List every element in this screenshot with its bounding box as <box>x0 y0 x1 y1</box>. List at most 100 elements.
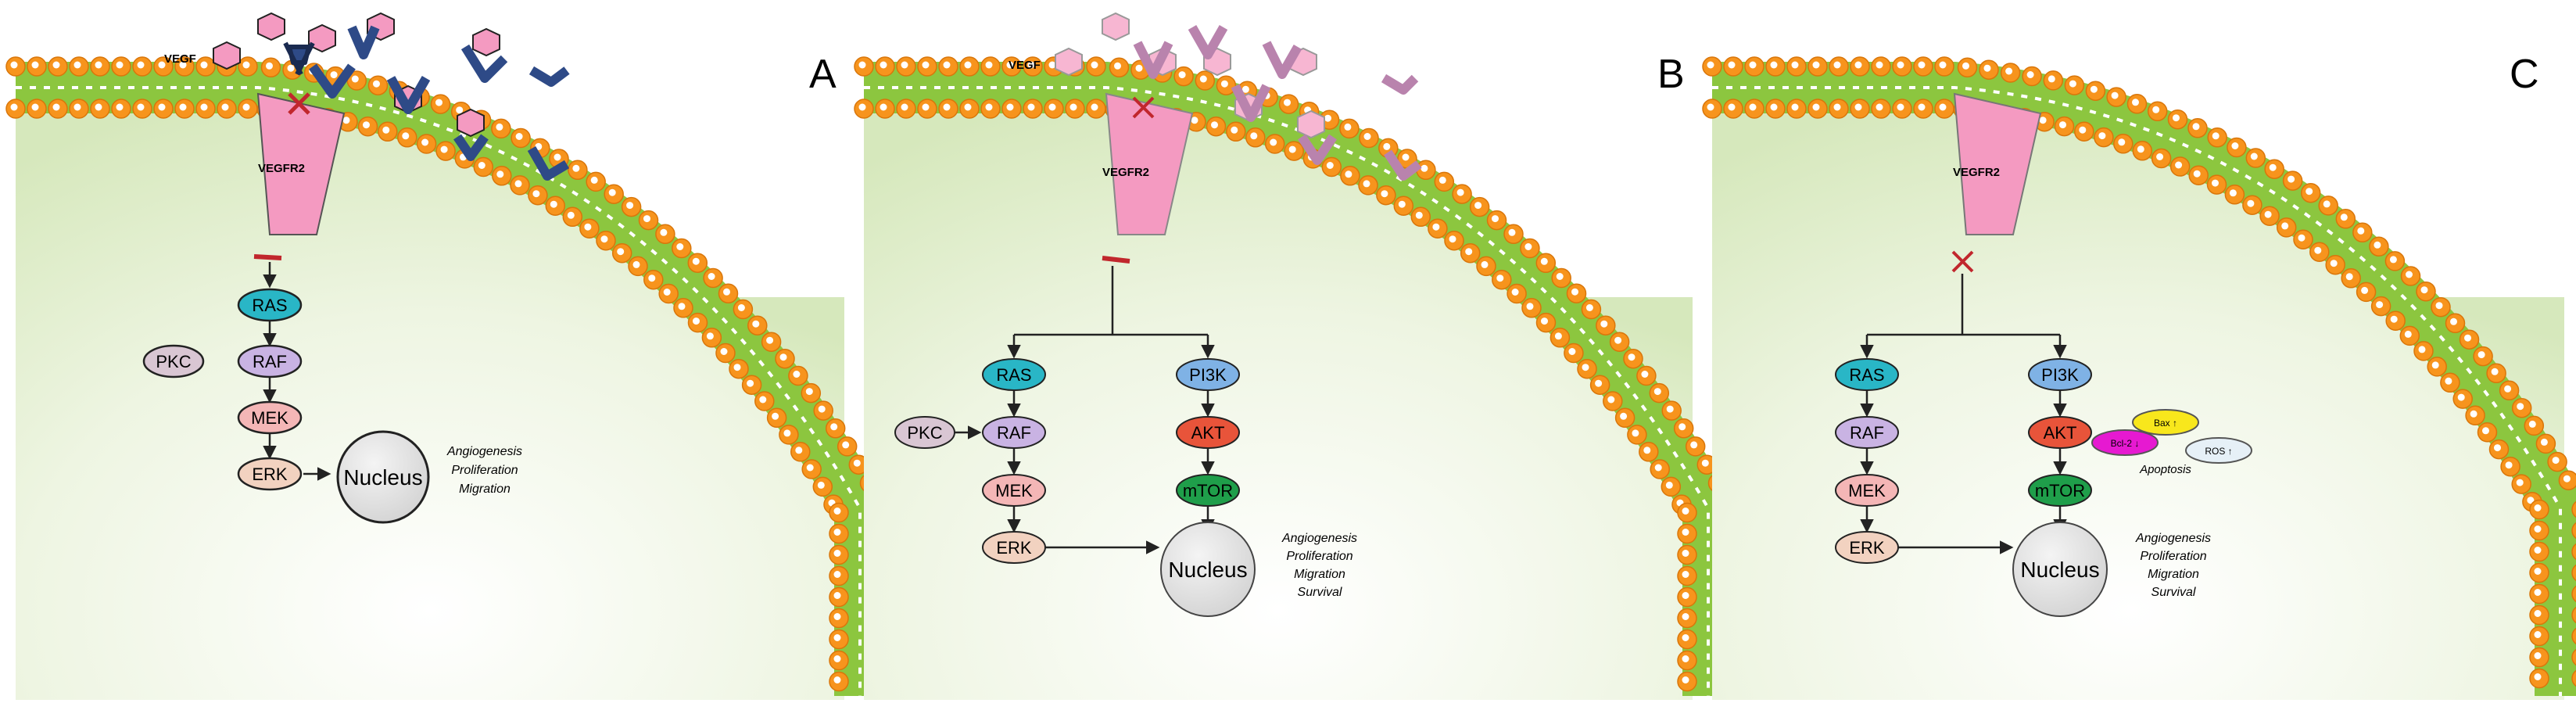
lipid-head-highlight <box>2534 547 2542 554</box>
lipid-head-highlight <box>2212 179 2219 187</box>
lipid-head-highlight <box>514 180 522 188</box>
lipid-head-highlight <box>2516 479 2524 486</box>
lipid-head-highlight <box>706 332 714 340</box>
lipid-head-highlight <box>242 103 250 111</box>
lipid-head-highlight <box>818 405 826 413</box>
lipid-head-highlight <box>242 61 250 69</box>
antibody-icon <box>1231 84 1271 122</box>
lipid-head-highlight <box>1749 103 1757 111</box>
lipid-head-highlight <box>179 61 187 69</box>
inhibition-bar <box>253 254 282 260</box>
lipid-head-highlight <box>964 103 972 111</box>
lipid-head-highlight <box>1284 99 1291 106</box>
lipid-head-highlight <box>572 164 580 172</box>
lipid-head-highlight <box>830 423 838 431</box>
lipid-head-highlight <box>1812 61 1820 69</box>
lipid-head-highlight <box>901 61 908 69</box>
lipid-head-highlight <box>1582 364 1589 371</box>
vegf-molecule-icon <box>213 41 241 70</box>
lipid-head-highlight <box>1682 592 1689 599</box>
lipid-head-highlight <box>1363 133 1371 140</box>
lipid-head-highlight <box>805 388 813 396</box>
lipid-head-highlight <box>2137 145 2144 153</box>
nucleus-label: Nucleus <box>1168 558 1247 582</box>
lipid-head-highlight <box>600 235 608 243</box>
lipid-head-highlight <box>1241 85 1249 93</box>
lipid-head-highlight <box>2264 210 2272 218</box>
lipid-head-highlight <box>1595 379 1603 387</box>
lipid-head-highlight <box>692 257 700 265</box>
lipid-head-highlight <box>1600 320 1608 328</box>
vegfr2-receptor <box>256 92 346 235</box>
lipid-head-highlight <box>1048 103 1056 111</box>
lipid-head-highlight <box>2404 330 2412 338</box>
node-mtor-label: mTOR <box>1183 481 1233 500</box>
lipid-head-highlight <box>1402 153 1410 161</box>
lipid-head-highlight <box>693 317 700 325</box>
lipid-head-highlight <box>2090 85 2098 93</box>
lipid-head-highlight <box>2504 385 2512 393</box>
lipid-head-highlight <box>1344 123 1352 131</box>
outcome-text: Angiogenesis <box>446 445 522 458</box>
lipid-head-highlight <box>1191 117 1198 124</box>
lipid-head-highlight <box>2534 652 2542 659</box>
lipid-head <box>2571 648 2576 666</box>
lipid-head <box>2571 500 2576 518</box>
lipid-head-highlight <box>158 61 166 69</box>
node-ras-label: RAS <box>252 296 287 315</box>
lipid-head-highlight <box>1571 288 1578 296</box>
lipid-head-highlight <box>1524 243 1532 250</box>
lipid-head-highlight <box>1345 170 1352 178</box>
lipid-head-highlight <box>1812 103 1820 111</box>
lipid-head-highlight <box>2528 420 2536 428</box>
lipid-head-highlight <box>1682 508 1689 515</box>
lipid-head-highlight <box>73 103 81 111</box>
vegf-label: VEGF <box>164 52 196 66</box>
antibody-icon <box>1298 134 1337 165</box>
lipid-head-highlight <box>1791 61 1799 69</box>
lipid-head-highlight <box>95 61 102 69</box>
lipid-head-highlight <box>2250 152 2258 160</box>
lipid-head-highlight <box>137 61 145 69</box>
lipid-head-highlight <box>179 103 187 111</box>
lipid-head-highlight <box>10 61 18 69</box>
lipid-head-highlight <box>2527 497 2535 504</box>
lipid-head-highlight <box>1690 441 1698 449</box>
lipid-head-highlight <box>1220 80 1228 88</box>
lipid-head-highlight <box>2376 301 2384 309</box>
lipid-head-highlight <box>1682 529 1689 536</box>
lipid-head-highlight <box>456 106 464 114</box>
lipid-head-highlight <box>1607 396 1615 404</box>
lipid-head-highlight <box>632 260 640 268</box>
panel-label: A <box>809 52 837 97</box>
node-raf-label: RAF <box>253 352 287 371</box>
lipid-head-highlight <box>373 80 380 88</box>
vegf-molecule-icon <box>1102 12 1130 41</box>
lipid-head <box>2571 522 2576 540</box>
antibody-icon <box>1133 41 1173 79</box>
lipid-head-highlight <box>733 364 741 371</box>
lipid-head-highlight <box>554 153 561 161</box>
lipid-head-highlight <box>2534 631 2542 638</box>
lipid-head-highlight <box>643 215 650 223</box>
lipid-head-highlight <box>1854 61 1862 69</box>
outcome-text: Survival <box>2151 586 2196 599</box>
lipid-head-highlight <box>2534 526 2542 533</box>
lipid-head-highlight <box>833 634 841 641</box>
lipid-head-highlight <box>1707 103 1714 111</box>
lipid-head-highlight <box>2517 403 2524 411</box>
lipid-head-highlight <box>964 61 972 69</box>
panel-label: C <box>2510 52 2539 97</box>
lipid-head-highlight <box>1006 61 1014 69</box>
lipid-head-highlight <box>723 288 730 296</box>
lipid-head-highlight <box>1415 211 1423 219</box>
vegf-molecule-icon <box>257 12 285 41</box>
lipid-head-highlight <box>1048 61 1056 69</box>
node-bcl2 <box>2091 429 2159 456</box>
lipid-head-highlight <box>752 320 760 328</box>
lipid-head-highlight <box>31 103 39 111</box>
node-raf-label: RAF <box>1850 423 1884 443</box>
lipid-head-highlight <box>496 170 504 178</box>
lipid-head-highlight <box>2563 475 2571 482</box>
lipid-head-highlight <box>2069 80 2076 88</box>
